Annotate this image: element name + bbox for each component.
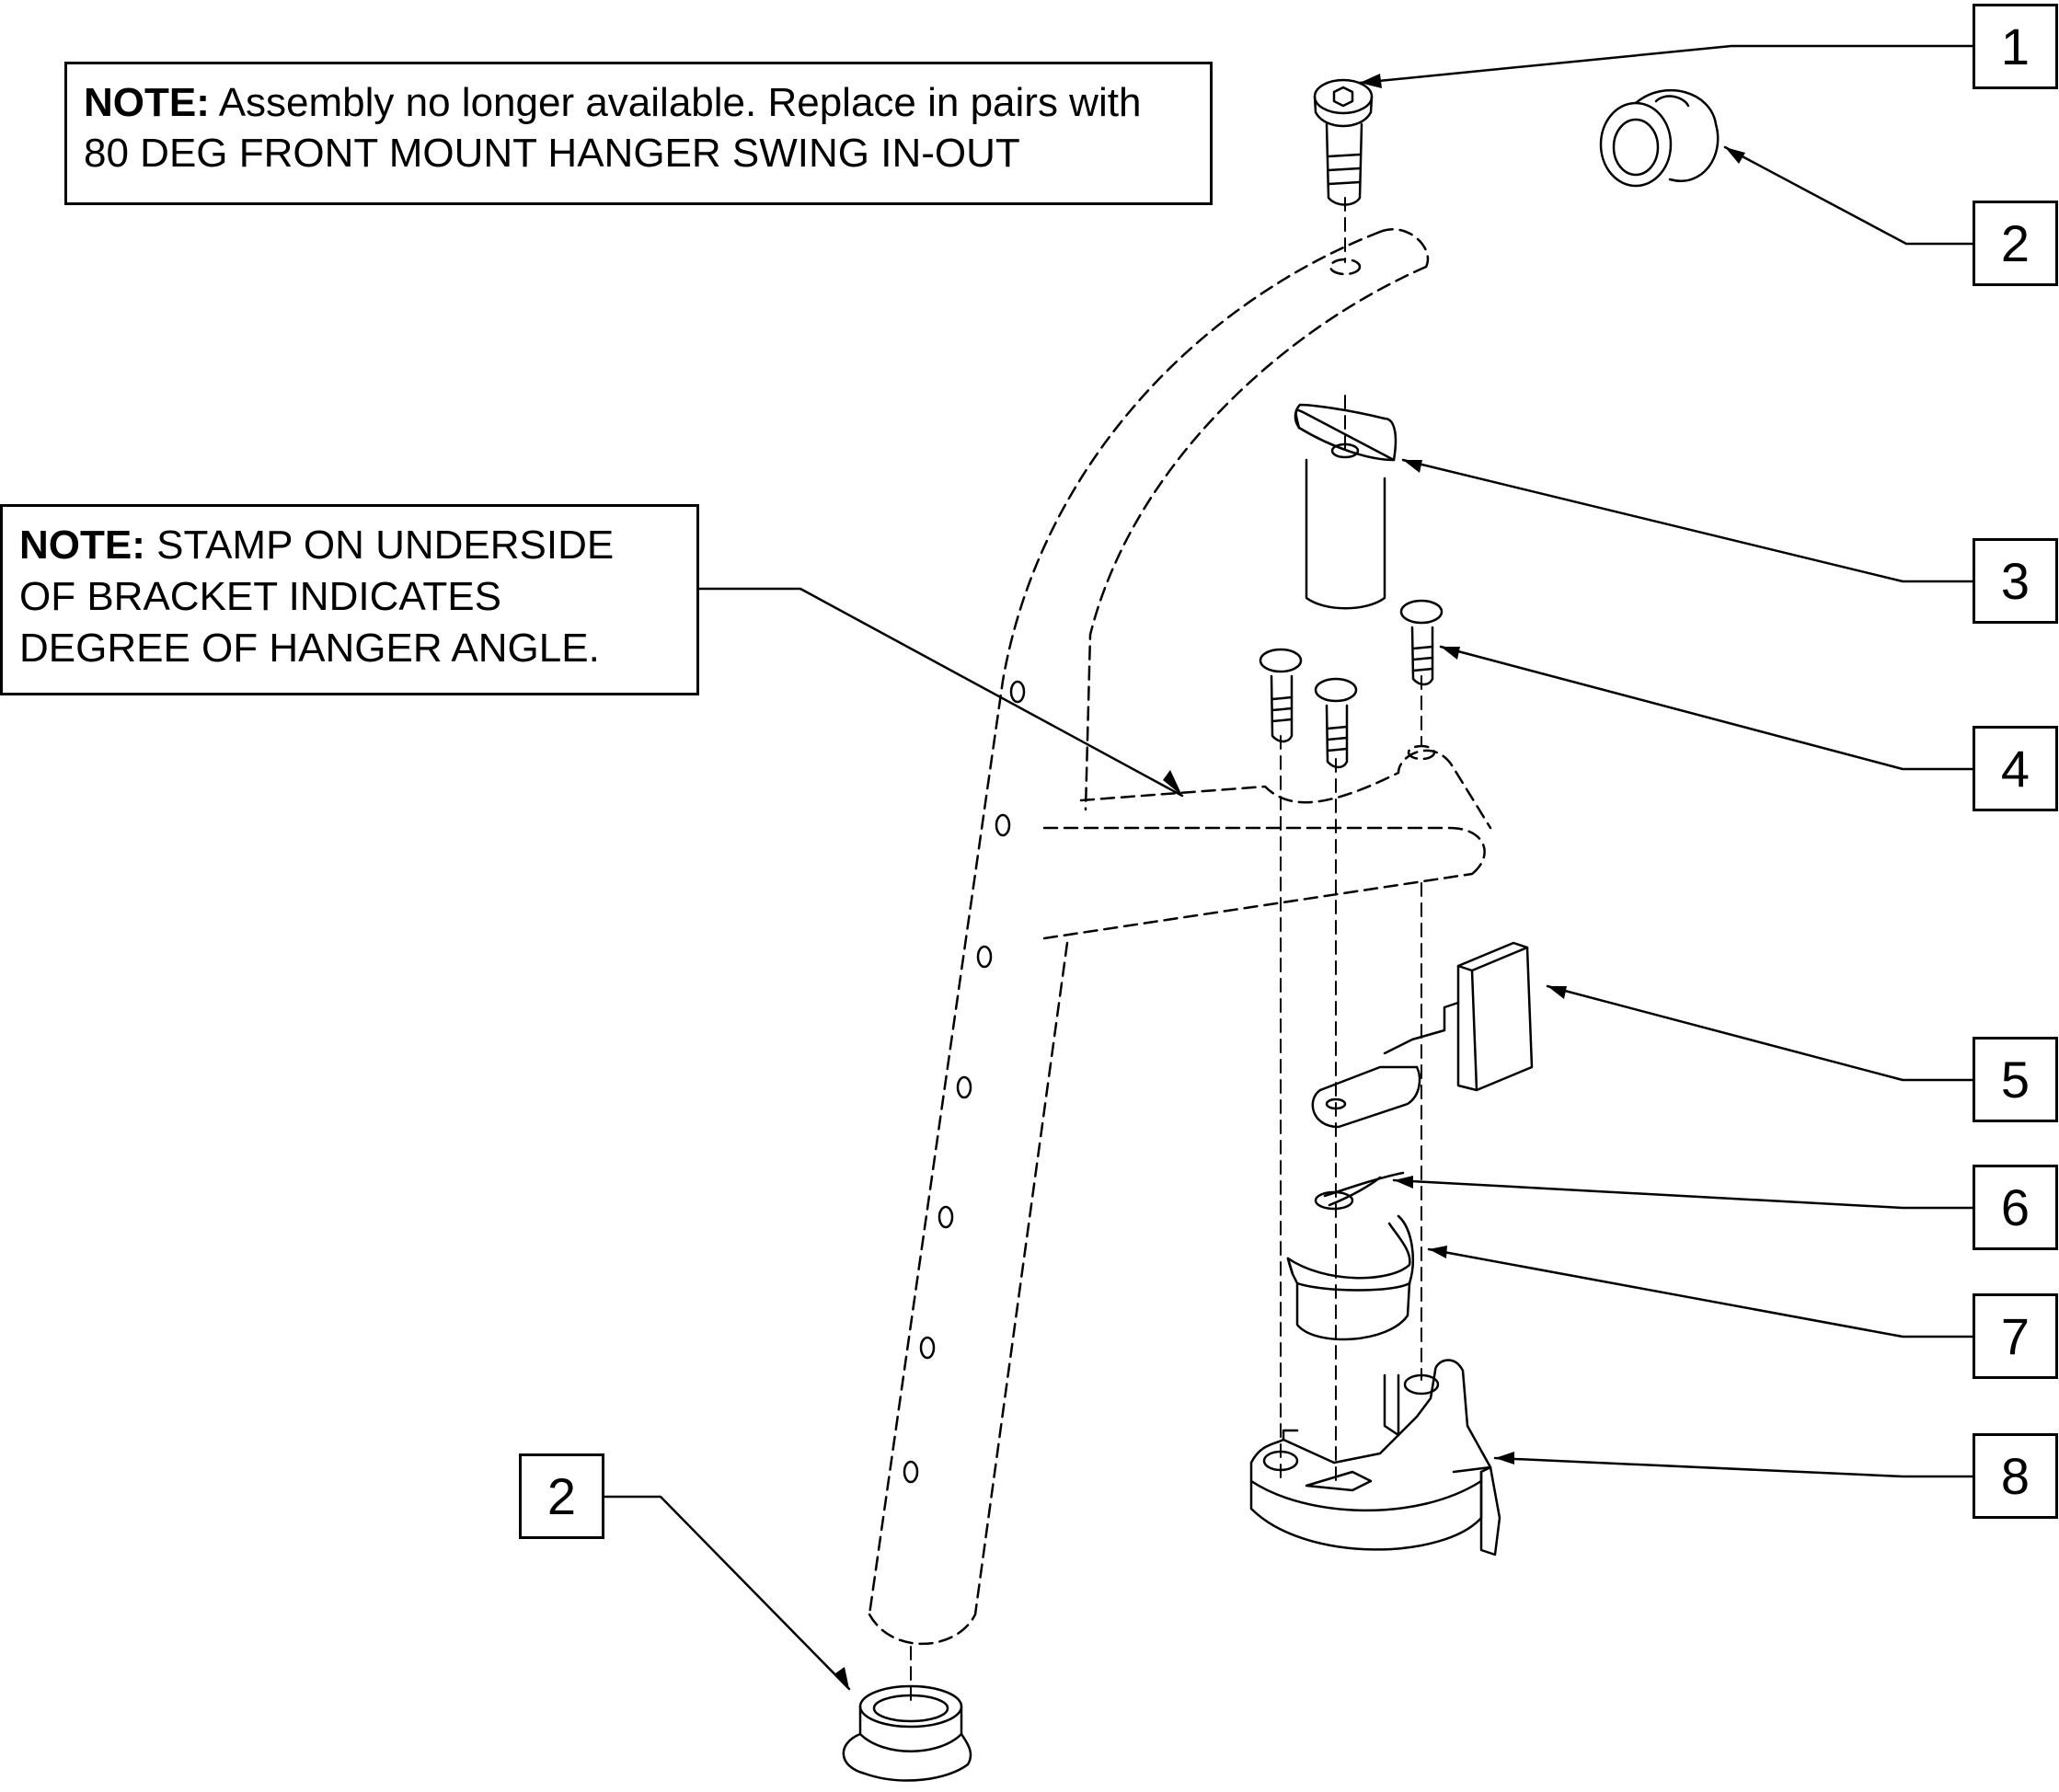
part-5-latch-lever: [1311, 941, 1534, 1129]
tube-outer-edge: [868, 230, 1382, 1616]
leader-note-stamp: [697, 587, 1184, 798]
part-2-bushing-bottom: [842, 1684, 972, 1782]
part-8-base-mount: [1249, 1359, 1501, 1557]
bolt-a: [1259, 648, 1303, 743]
leader-7: [1427, 1247, 1974, 1338]
callout-6: 6: [1973, 1165, 2058, 1250]
part-2-bushing-top: [1599, 88, 1720, 188]
leader-5: [1546, 984, 1974, 1082]
tube-top-end: [1378, 228, 1430, 269]
leader-6: [1392, 1178, 1974, 1210]
leader-2-top: [1723, 145, 1974, 246]
leader-4: [1439, 645, 1974, 771]
leader-8: [1493, 1456, 1974, 1478]
callout-5: 5: [1973, 1037, 2058, 1122]
leader-lines: [603, 44, 1974, 1691]
part-6-spring: [1314, 1171, 1405, 1211]
part-7-collar: [1286, 1214, 1415, 1341]
callout-4: 4: [1973, 726, 2058, 811]
callout-1: 1: [1973, 4, 2058, 89]
bracket-upper-plate: [1042, 826, 1486, 876]
callout-7: 7: [1973, 1293, 2058, 1379]
tube-bottom-end: [868, 1613, 977, 1646]
bracket-hole: [1407, 744, 1436, 761]
leader-2-bottom: [603, 1495, 851, 1691]
callout-3: 3: [1973, 538, 2058, 624]
callout-8: 8: [1973, 1433, 2058, 1519]
part-1-screw: [1313, 78, 1374, 206]
bolt-b: [1314, 677, 1358, 769]
tube-inner-edge: [1084, 265, 1428, 811]
callout-2-bottom: 2: [519, 1453, 604, 1539]
leader-1: [1358, 44, 1974, 85]
note-label: NOTE:: [19, 523, 145, 568]
bracket-top: [1079, 749, 1492, 830]
bolt-c: [1399, 599, 1444, 686]
tube-adjustment-holes: [903, 680, 1026, 1484]
callout-2-top: 2: [1973, 201, 2058, 286]
note-text: Assembly no longer available. Replace in…: [84, 80, 1142, 176]
bracket-lower-edge: [1042, 872, 1474, 940]
note-stamp-underside: NOTE: STAMP ON UNDERSIDE OF BRACKET INDI…: [0, 504, 699, 695]
note-assembly-unavailable: NOTE: Assembly no longer available. Repl…: [64, 62, 1213, 205]
leader-3: [1401, 458, 1974, 583]
tube-lower-inner: [973, 941, 1069, 1616]
axis-lines: [910, 197, 1422, 1707]
part-3-pivot-pin: [1294, 403, 1398, 610]
part-4-bolts: [1259, 599, 1444, 769]
note-label: NOTE:: [84, 80, 210, 125]
note-text: STAMP ON UNDERSIDE OF BRACKET INDICATES …: [19, 523, 615, 671]
leader-arrowheads: [835, 74, 1745, 1689]
